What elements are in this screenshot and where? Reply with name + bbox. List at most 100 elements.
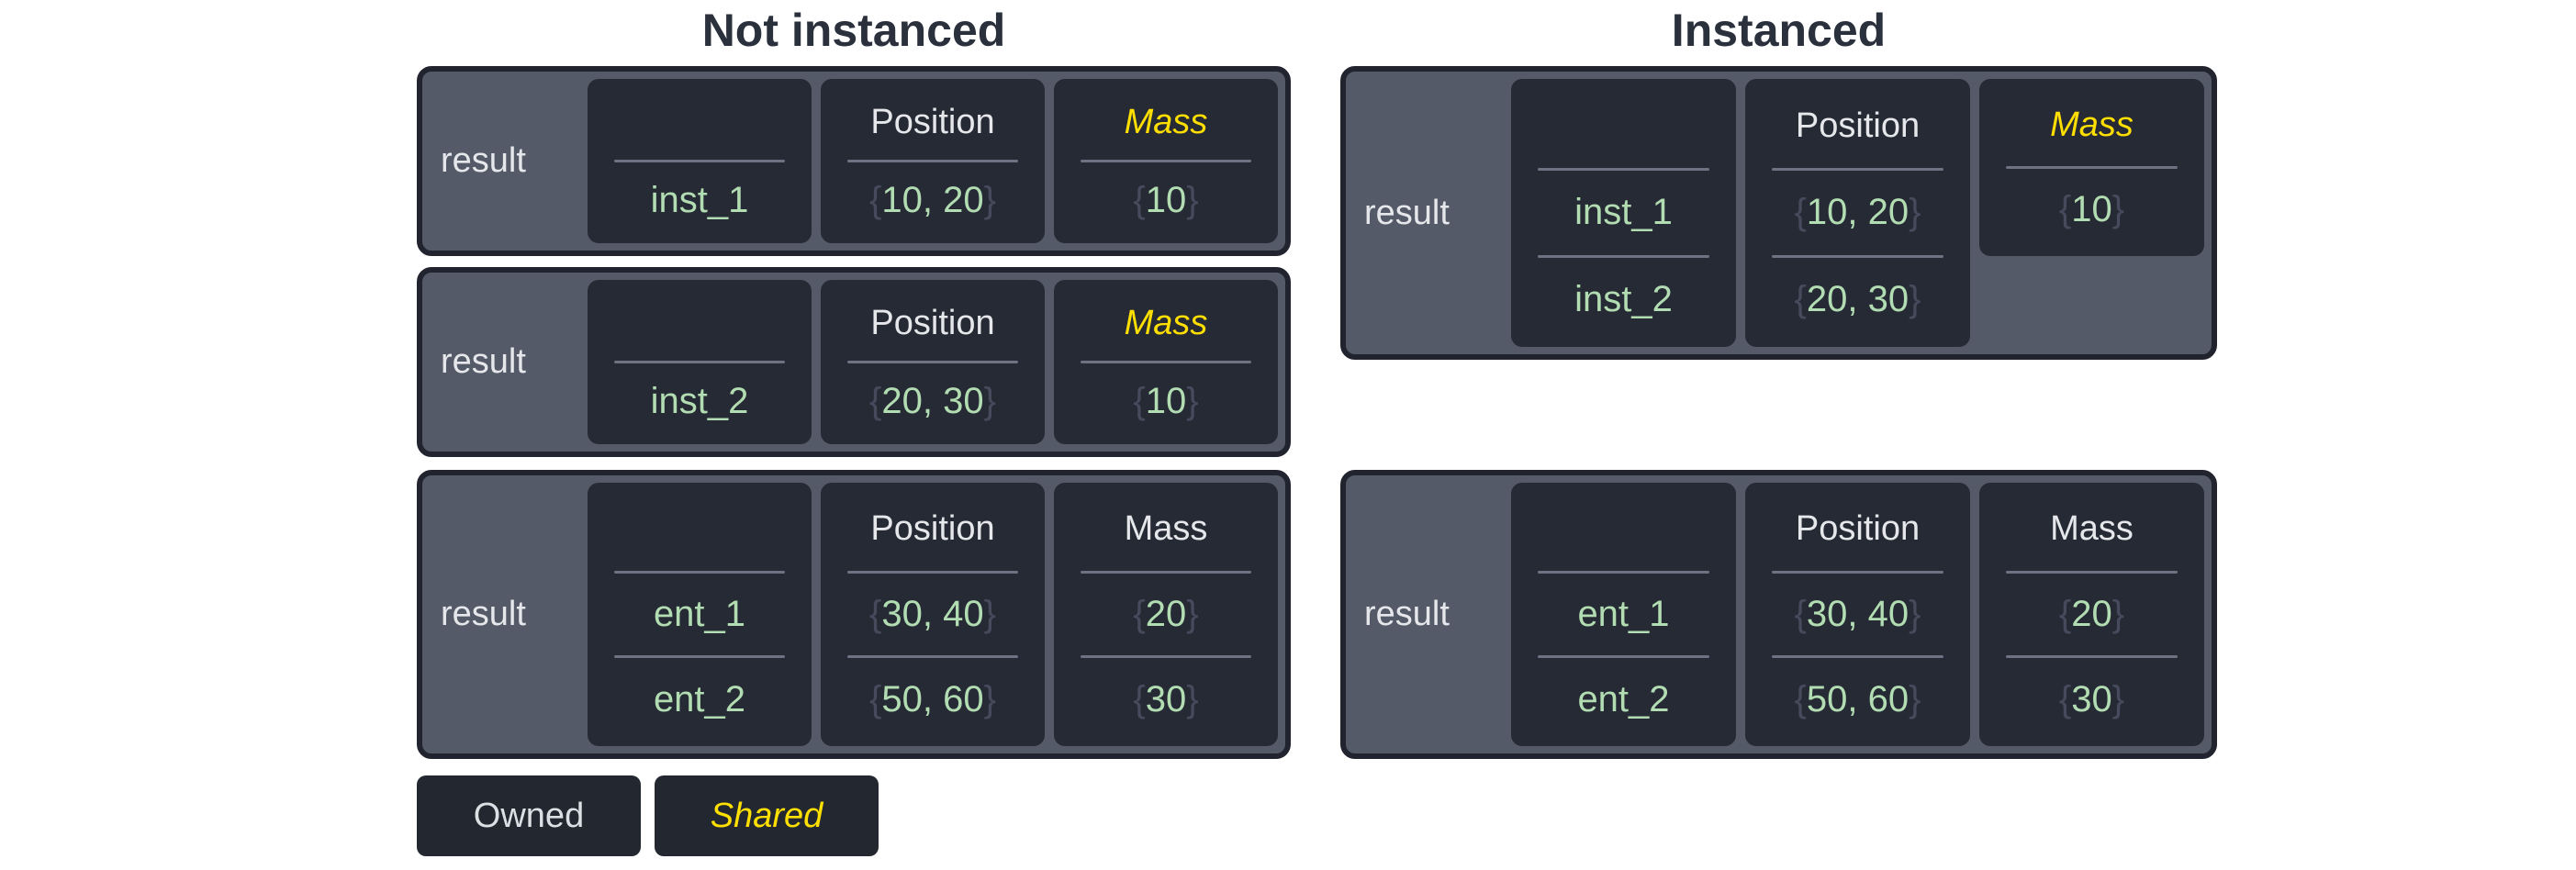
- mass-value: {20}: [1133, 594, 1199, 634]
- brace-open: {: [1794, 594, 1807, 634]
- row-divider: [847, 655, 1018, 659]
- row-divider: [1772, 655, 1943, 659]
- entity-column: inst_1: [588, 79, 812, 243]
- position-value: {20, 30}: [869, 380, 996, 421]
- position-header: Position: [1795, 509, 1921, 549]
- column-divider: [847, 570, 1018, 574]
- brace-close: }: [983, 179, 996, 220]
- position-value: {50, 60}: [869, 678, 996, 719]
- result-label: result: [441, 141, 526, 180]
- column-divider: [847, 361, 1018, 363]
- brace-close: }: [1909, 192, 1921, 233]
- row-divider: [1081, 655, 1251, 659]
- column-divider: [1081, 570, 1251, 574]
- brace-close: }: [1186, 179, 1199, 220]
- result-box-instanced-2: result ent_1 ent_2 Position {30, 40}: [1340, 470, 2217, 759]
- mass-header: Mass: [1124, 303, 1208, 342]
- mass-value: {10}: [1133, 380, 1199, 421]
- position-header: Position: [1795, 106, 1921, 146]
- entity-name: ent_2: [1577, 678, 1670, 719]
- brace-close: }: [1186, 594, 1199, 634]
- diagram-layout: Not instanced result inst_1 Position {10…: [417, 7, 2217, 856]
- mass-header: Mass: [2050, 106, 2134, 144]
- brace-open: {: [1133, 380, 1146, 421]
- column-divider: [614, 160, 785, 162]
- brace-close: }: [1909, 594, 1921, 634]
- entity-name: ent_1: [653, 594, 746, 634]
- brace-open: {: [1133, 179, 1146, 220]
- mass-value: {10}: [1133, 179, 1199, 220]
- brace-open: {: [2058, 189, 2072, 229]
- column-divider: [847, 160, 1018, 162]
- brace-close: }: [1909, 678, 1921, 719]
- instanced-column: Instanced result inst_1 inst_2 Position: [1340, 7, 2217, 759]
- position-value: {10, 20}: [869, 179, 996, 220]
- brace-open: {: [869, 380, 882, 421]
- position-value: {30, 40}: [1794, 594, 1921, 634]
- brace-open: {: [1794, 278, 1807, 319]
- entity-column: ent_1 ent_2: [588, 483, 812, 746]
- row-divider: [2006, 655, 2178, 659]
- entity-column: ent_1 ent_2: [1511, 483, 1736, 746]
- cells: inst_1 inst_2 Position {10, 20} {20, 30}…: [1511, 79, 2205, 347]
- position-column: Position {10, 20}: [821, 79, 1045, 243]
- entity-column: inst_1 inst_2: [1511, 79, 1737, 347]
- result-label: result: [1364, 595, 1450, 633]
- position-column: Position {30, 40} {50, 60}: [821, 483, 1045, 746]
- row-divider: [1538, 655, 1709, 659]
- mass-column: Mass {10}: [1054, 79, 1278, 243]
- cells: inst_2 Position {20, 30} Mass {10}: [588, 280, 1278, 444]
- entity-column-header: [1511, 84, 1736, 168]
- column-divider: [1538, 570, 1709, 574]
- cells: ent_1 ent_2 Position {30, 40} {50, 60} M…: [588, 483, 1278, 746]
- row-divider: [1538, 254, 1709, 258]
- entity-column-header: [588, 84, 812, 160]
- brace-open: {: [2058, 678, 2072, 719]
- position-value: {20, 30}: [1794, 278, 1921, 319]
- brace-open: {: [869, 179, 882, 220]
- column-divider: [1081, 361, 1251, 363]
- position-value: {50, 60}: [1794, 678, 1921, 719]
- mass-column: Mass {10}: [1054, 280, 1278, 444]
- mass-value: {20}: [2058, 594, 2125, 634]
- position-header: Position: [870, 102, 995, 141]
- entity-name: inst_1: [650, 179, 749, 220]
- result-label: result: [441, 595, 526, 633]
- mass-header: Mass: [1124, 102, 1208, 141]
- mass-column: Mass {20} {30}: [1054, 483, 1278, 746]
- column-divider: [1772, 570, 1943, 574]
- result-box-not-instanced-3: result ent_1 ent_2 Position {30, 40}: [417, 470, 1291, 759]
- entity-name: ent_2: [653, 678, 746, 719]
- row-divider: [614, 655, 785, 659]
- not-instanced-column: Not instanced result inst_1 Position {10…: [417, 7, 1291, 856]
- column-divider: [1772, 168, 1943, 172]
- brace-close: }: [2111, 594, 2125, 634]
- position-header: Position: [870, 303, 995, 342]
- entity-column-header: [1511, 488, 1736, 571]
- brace-close: }: [983, 678, 996, 719]
- entity-column-header: [588, 488, 812, 571]
- column-divider: [1081, 160, 1251, 162]
- brace-open: {: [2058, 594, 2072, 634]
- entity-column-header: [588, 285, 812, 361]
- position-column: Position {30, 40} {50, 60}: [1745, 483, 1970, 746]
- mass-header: Mass: [1124, 509, 1208, 549]
- brace-open: {: [1794, 678, 1807, 719]
- column-divider: [2006, 570, 2178, 574]
- column-divider: [1538, 168, 1709, 172]
- brace-open: {: [869, 594, 882, 634]
- entity-name: inst_2: [650, 380, 749, 421]
- entity-name: inst_1: [1574, 192, 1673, 233]
- entity-name: ent_1: [1577, 594, 1670, 634]
- legend-shared-chip: Shared: [655, 775, 879, 856]
- brace-close: }: [1909, 278, 1921, 319]
- mass-value: {30}: [2058, 678, 2125, 719]
- column-divider: [614, 361, 785, 363]
- mass-column-shared-single: Mass {10}: [1979, 79, 2205, 256]
- legend: Owned Shared: [417, 775, 1291, 856]
- position-header: Position: [870, 509, 995, 549]
- result-label: result: [441, 342, 526, 381]
- row-divider: [1772, 254, 1943, 258]
- mass-value: {10}: [2058, 189, 2125, 229]
